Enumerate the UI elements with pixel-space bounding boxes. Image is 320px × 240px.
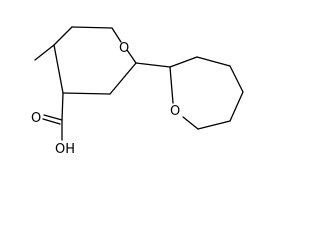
bond-c2-c3 [109, 62, 137, 95]
bond-r-c1-c2 [169, 56, 198, 68]
bond-c5-methyl [34, 44, 55, 61]
bond-c3-c4 [62, 92, 111, 95]
left-oxepane-ring [53, 26, 137, 95]
methyl-substituent [34, 44, 55, 61]
bond-r-c5-c6 [197, 120, 231, 130]
bond-c4-carboxyl [61, 92, 64, 121]
carbonyl-oxygen-label: O [31, 111, 41, 126]
bond-r-c4-c5 [229, 91, 244, 122]
bond-c5-c6 [53, 26, 73, 46]
bond-r-c6-o [182, 116, 199, 130]
bond-r-o-c1 [169, 66, 174, 104]
bond-ring-link [135, 62, 171, 68]
ring-oxygen-right-label: O [170, 104, 180, 119]
bond-c4-c5 [53, 44, 64, 94]
bond-c7-o1 [111, 27, 122, 43]
bond-c6-c7 [71, 26, 113, 29]
ring-oxygen-left-label: O [119, 41, 129, 56]
hydroxyl-label: OH [55, 142, 75, 157]
right-oxepane-ring [169, 56, 244, 130]
bond-o1-c2 [126, 49, 137, 64]
bond-r-c2-c3 [196, 56, 231, 67]
bond-r-c3-c4 [229, 65, 244, 93]
bond-carbonyl-1 [43, 114, 63, 121]
molecule-structure: O O O OH [31, 26, 244, 157]
bond-carbonyl-2 [42, 118, 61, 125]
carboxylic-acid-group [42, 92, 64, 141]
